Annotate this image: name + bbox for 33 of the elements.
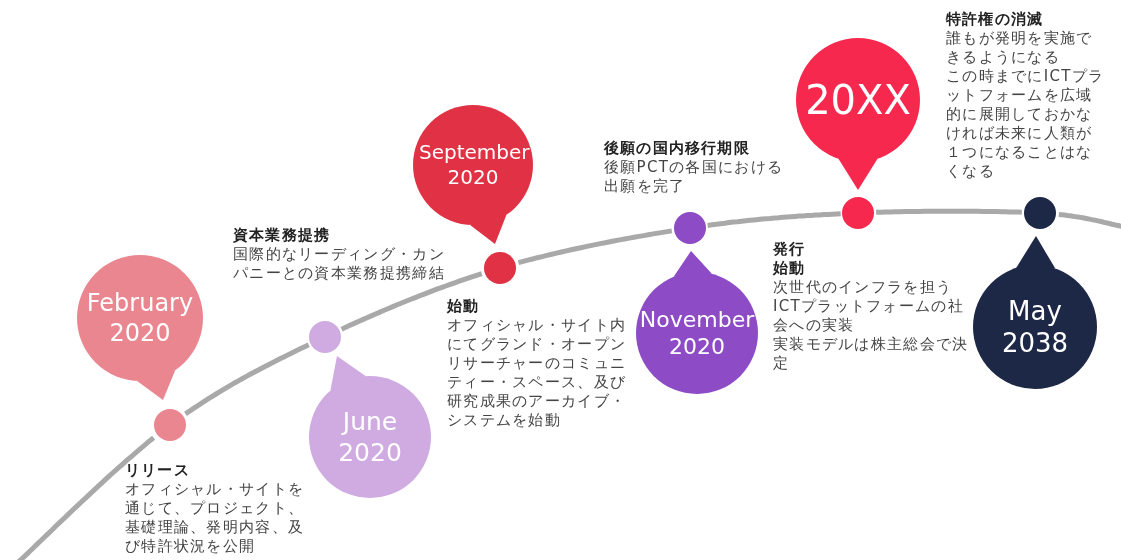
event-heading: 始動 — [447, 297, 481, 316]
event-heading: リリース — [125, 461, 191, 480]
event-description: 後願PCTの各国における出願を完了 — [604, 158, 785, 196]
event-heading: 始動 — [773, 259, 807, 278]
event-description: オフィシャル・サイト内にてグランド・オープン — [447, 316, 628, 354]
date-label: 20XX — [804, 76, 912, 125]
event-heading: 特許権の消滅 — [946, 10, 1045, 29]
event-heading: 発行 — [773, 240, 807, 259]
event-description: オフィシャル・サイトを通じて、プロジェクト、基礎理論、発明内容、及び特許状況を公開 — [125, 480, 306, 556]
timeline-dot — [484, 252, 516, 284]
event-description: 次世代のインフラを担うICTプラットフォームの社会への実装 — [773, 278, 965, 335]
timeline-curve — [707, 211, 841, 228]
event-heading: 資本業務提携 — [233, 226, 332, 245]
timeline-dot — [674, 212, 706, 244]
event-description: リサーチャーのコミュニティー・スペース、及び研究成果のアーカイブ・システムを始動 — [447, 354, 628, 430]
event-description: 国際的なリーディング・カンパニーとの資本業務提携締結 — [233, 245, 446, 283]
date-label: May 2038 — [1000, 294, 1070, 360]
timeline-dot — [842, 197, 874, 229]
timeline-curve — [340, 271, 483, 332]
timeline-curve — [876, 208, 1022, 215]
event-heading: 後願の国内移行期限 — [604, 139, 751, 158]
date-label: November 2020 — [638, 305, 756, 361]
timeline-dot — [1024, 197, 1056, 229]
timeline-curve — [1058, 212, 1121, 230]
timeline-dot — [154, 409, 186, 441]
date-label: June 2020 — [337, 405, 403, 468]
date-label: February 2020 — [85, 288, 195, 348]
timeline-curve — [517, 228, 673, 266]
event-description: 実装モデルは株主総会で決定 — [773, 335, 970, 373]
event-description: この時までにICTプラットフォームを広域的に展開しておかなければ未来に人類が１つになることはなくなる — [946, 67, 1106, 181]
timeline-dot — [309, 321, 341, 353]
event-description: 誰もが発明を実施できるようになる — [946, 29, 1094, 67]
timeline-curve — [184, 342, 310, 416]
